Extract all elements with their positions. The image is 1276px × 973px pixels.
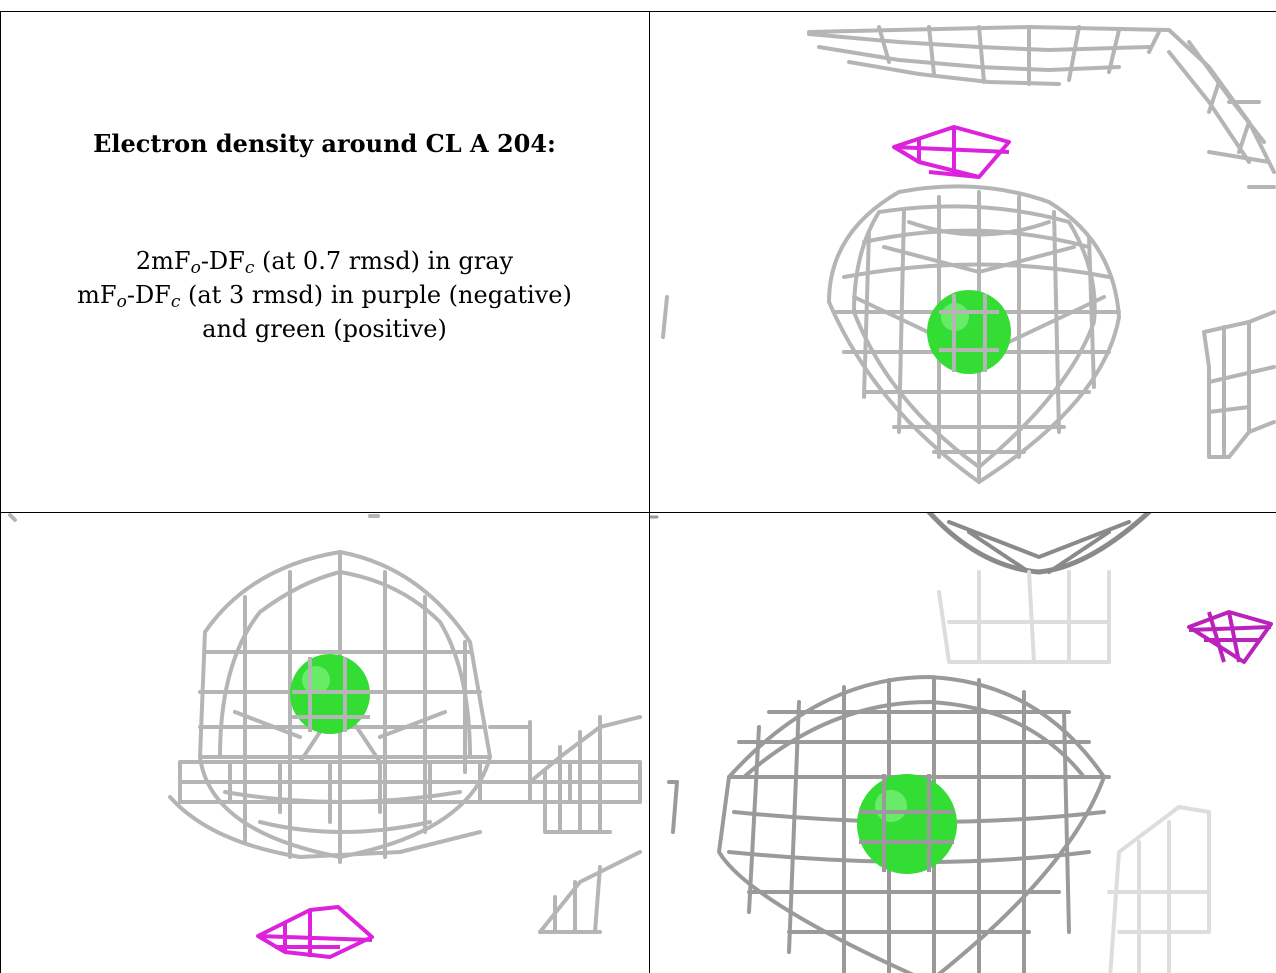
caption-panel: Electron density around CL A 204: 2mFo-D… — [0, 12, 649, 512]
density-view-1-canvas — [661, 25, 1276, 484]
density-view-1 — [649, 12, 1276, 512]
negative-density-blob — [1187, 610, 1273, 664]
negative-density-blob — [256, 905, 374, 959]
negative-density-blob — [892, 125, 1011, 179]
density-view-2-canvas — [8, 513, 642, 959]
border-left — [0, 11, 1, 973]
density-view-2 — [0, 512, 649, 973]
border-middle-horizontal — [0, 512, 1276, 513]
caption-line-2fofc: 2mFo-DFc (at 0.7 rmsd) in gray — [135, 247, 514, 278]
caption-description: 2mFo-DFc (at 0.7 rmsd) in gray mFo-DFc (… — [0, 244, 649, 346]
caption-line-fofc: mFo-DFc (at 3 rmsd) in purple (negative) — [77, 281, 572, 312]
density-view-3 — [649, 512, 1276, 973]
caption-block: Electron density around CL A 204: 2mFo-D… — [0, 12, 649, 512]
density-mesh — [661, 25, 1276, 484]
density-mesh — [8, 513, 642, 934]
border-middle-vertical — [649, 11, 650, 973]
caption-line-positive: and green (positive) — [202, 315, 447, 343]
density-view-3-canvas — [649, 512, 1273, 973]
positive-density-sphere — [927, 290, 1011, 374]
caption-title: Electron density around CL A 204: — [93, 129, 556, 158]
density-mesh — [649, 512, 1211, 973]
positive-density-sphere — [290, 654, 370, 734]
positive-density-sphere — [857, 774, 957, 874]
border-top — [0, 11, 1276, 12]
